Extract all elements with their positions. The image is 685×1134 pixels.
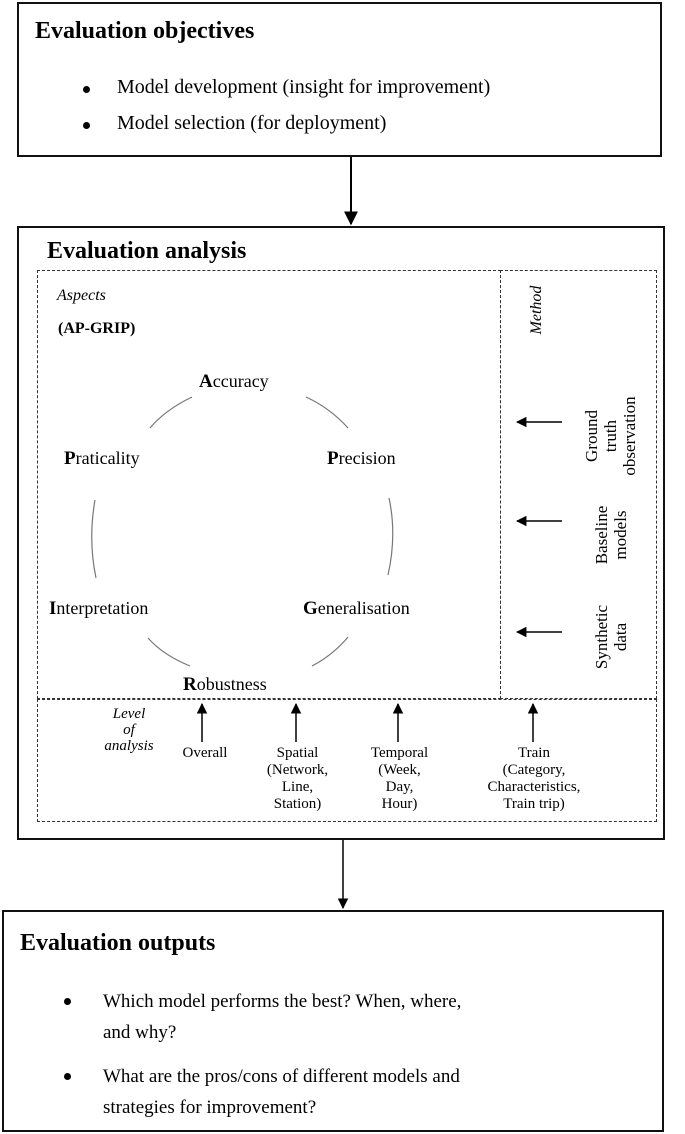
level-overall: Overall <box>182 745 228 761</box>
level-label: Level of analysis <box>104 706 154 754</box>
outputs-item-text: Which model performs the best? When, whe… <box>103 991 462 1043</box>
bullet-icon <box>64 1073 71 1080</box>
aspect-praticality: Praticality <box>64 448 140 469</box>
level-temporal: Temporal (Week, Day, Hour) <box>370 745 429 812</box>
aspects-label: Aspects <box>57 287 106 304</box>
bullet-icon <box>83 86 90 93</box>
aspect-interpretation: Interpretation <box>49 598 149 619</box>
aspect-precision: Precision <box>327 448 396 469</box>
outputs-item-text: What are the pros/cons of different mode… <box>103 1066 460 1118</box>
arc-robustness-interpretation <box>147 637 191 667</box>
arc-interpretation-praticality <box>91 499 97 579</box>
aspect-generalisation: Generalisation <box>303 598 410 619</box>
method-baseline-models: Baseline models <box>592 505 630 565</box>
level-train: Train (Category, Characteristics, Train … <box>487 745 581 812</box>
aspect-robustness: Robustness <box>183 674 267 695</box>
method-region <box>500 270 657 699</box>
arc-generalisation-robustness <box>311 636 349 667</box>
level-spatial: Spatial (Network, Line, Station) <box>266 745 329 812</box>
arc-accuracy-praticality <box>149 396 193 429</box>
aspect-accuracy: Accuracy <box>199 371 269 392</box>
arc-accuracy-precision <box>305 396 349 429</box>
method-synthetic-data: Synthetic data <box>592 604 630 670</box>
level-region <box>37 699 657 822</box>
analysis-box <box>17 226 665 840</box>
ap-grip-label: (AP-GRIP) <box>58 320 136 337</box>
objectives-title: Evaluation objectives <box>35 18 255 44</box>
arc-precision-generalisation <box>387 497 394 576</box>
method-label: Method <box>528 285 545 335</box>
outputs-box: Evaluation outputs Which model performs … <box>2 910 664 1132</box>
objectives-item-text: Model development (insight for improveme… <box>117 76 491 98</box>
outputs-title: Evaluation outputs <box>20 930 216 956</box>
bullet-icon <box>64 998 71 1005</box>
objectives-box: Evaluation objectives Model development … <box>17 2 662 157</box>
bullet-icon <box>83 122 90 129</box>
analysis-title: Evaluation analysis <box>47 238 247 264</box>
objectives-item-text: Model selection (for deployment) <box>117 112 387 134</box>
